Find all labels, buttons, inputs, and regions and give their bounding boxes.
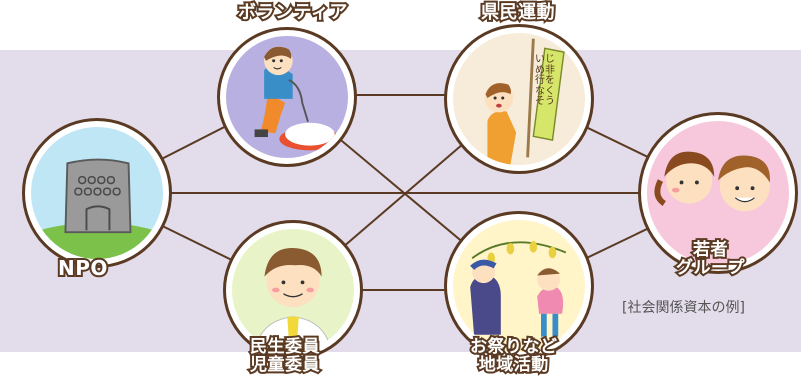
welfare-label-line1: 民生委員 [248,336,322,358]
diagram-caption: [社会関係資本の例] [622,300,745,316]
youth-label-line2: グループ [674,257,746,279]
festival-illustration [453,220,585,352]
festival-label: お祭りなど 地域活動 [468,336,559,376]
npo-label: NPO [56,256,109,281]
youth-label-line1: 若者 [691,239,729,261]
welfare-illustration [232,229,354,351]
youth-illustration [647,121,789,265]
festival-label-line1: お祭りなど [468,336,559,358]
welfare-node [223,220,363,360]
campaign-node: いじめ非行をなくそう [444,24,594,174]
npo-building-illustration [31,127,163,259]
youth-label: 若者 グループ [674,239,746,279]
volunteer-illustration [226,36,348,158]
npo-node [22,118,172,268]
volunteer-node [217,27,357,167]
festival-node [444,211,594,361]
welfare-label-line2: 児童委員 [248,354,322,376]
campaign-label: 県民運動 [479,1,557,24]
festival-label-line2: 地域活動 [477,354,550,376]
volunteer-label: ボランティア [236,1,349,24]
youth-node [638,112,798,274]
campaign-banner-text: いじめ非行をなくそう [535,54,555,107]
welfare-label: 民生委員 児童委員 [248,336,322,376]
campaign-illustration [453,33,585,165]
